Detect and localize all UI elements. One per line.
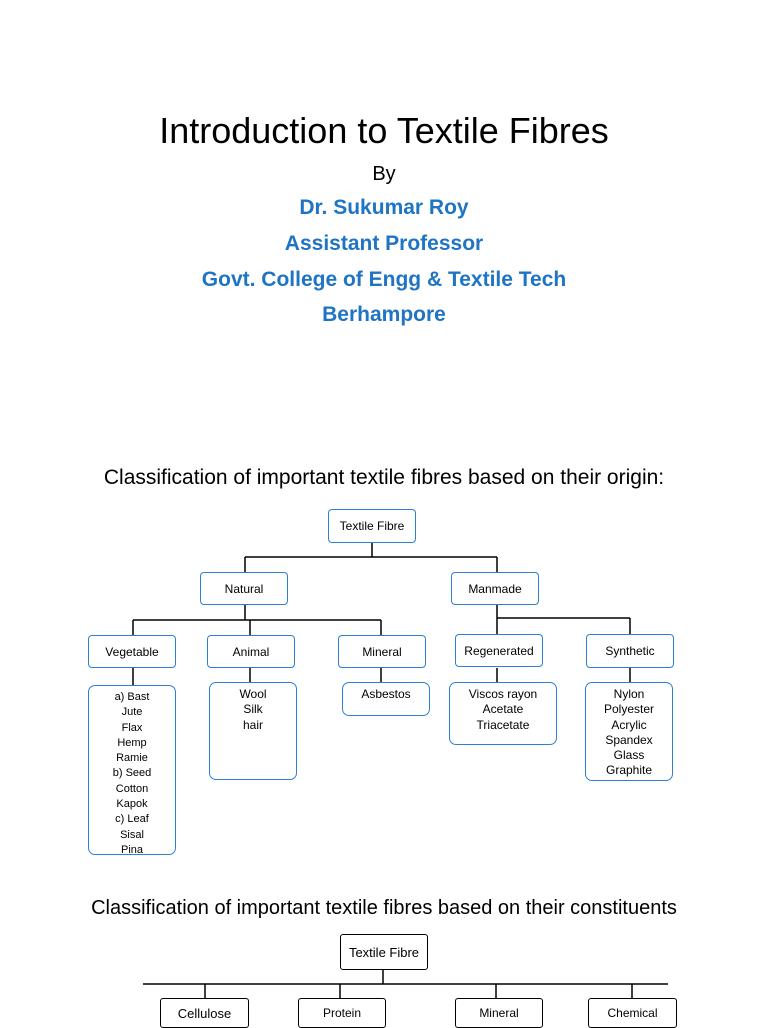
mineral-constituent-node: Mineral: [455, 998, 543, 1028]
list-item: Pina: [120, 843, 144, 855]
author-name: Dr. Sukumar Roy: [299, 196, 469, 219]
list-item: Polyester: [603, 702, 655, 717]
origin-classification-heading: Classification of important textile fibr…: [103, 466, 665, 489]
list-item: Jute: [121, 706, 143, 719]
list-item: b) Seed: [112, 767, 152, 780]
manmade-node: Manmade: [451, 572, 539, 605]
regenerated-fibre-list: Viscos rayon Acetate Triacetate: [449, 682, 557, 745]
natural-node: Natural: [200, 572, 288, 605]
list-item: a) Bast: [114, 691, 150, 703]
list-item: Acrylic: [611, 717, 647, 732]
author-institution: Govt. College of Engg & Textile Tech: [201, 268, 567, 291]
list-item: Triacetate: [476, 717, 530, 732]
list-item: Sisal: [120, 828, 144, 841]
author-city: Berhampore: [322, 303, 446, 326]
list-item: Viscos rayon: [468, 687, 538, 701]
author-position: Assistant Professor: [284, 232, 484, 255]
animal-fibre-list: Wool Silk hair: [209, 682, 297, 780]
list-item: Wool: [239, 687, 267, 701]
list-item: Kapok: [116, 798, 148, 811]
constituent-classification-heading: Classification of important textile fibr…: [91, 897, 677, 919]
list-item: Spandex: [605, 732, 653, 747]
by-label: By: [372, 163, 396, 185]
list-item: Flax: [121, 721, 143, 734]
list-item: Acetate: [482, 702, 524, 717]
synthetic-fibre-list: Nylon Polyester Acrylic Spandex Glass Gr…: [585, 682, 673, 781]
constituent-root-node: Textile Fibre: [340, 934, 428, 970]
list-item: Cotton: [115, 782, 149, 795]
chemical-node: Chemical: [588, 998, 677, 1028]
list-item: Asbestos: [361, 687, 411, 701]
list-item: Glass: [613, 748, 645, 763]
animal-node: Animal: [207, 635, 295, 668]
page-title: Introduction to Textile Fibres: [159, 110, 609, 151]
list-item: Hemp: [117, 736, 147, 749]
regenerated-node: Regenerated: [455, 634, 543, 667]
list-item: Ramie: [116, 752, 148, 765]
mineral-node: Mineral: [338, 635, 426, 668]
vegetable-node: Vegetable: [88, 635, 176, 668]
origin-root-node: Textile Fibre: [328, 509, 416, 543]
synthetic-node: Synthetic: [586, 634, 674, 668]
list-item: c) Leaf: [115, 813, 149, 826]
list-item: Graphite: [605, 763, 653, 778]
list-item: Nylon: [613, 687, 645, 701]
list-item: Silk: [243, 702, 263, 717]
mineral-fibre-list: Asbestos: [342, 682, 430, 716]
vegetable-fibre-list: a) Bast Jute Flax Hemp Ramie b) Seed Cot…: [88, 685, 176, 855]
list-item: hair: [242, 717, 263, 732]
